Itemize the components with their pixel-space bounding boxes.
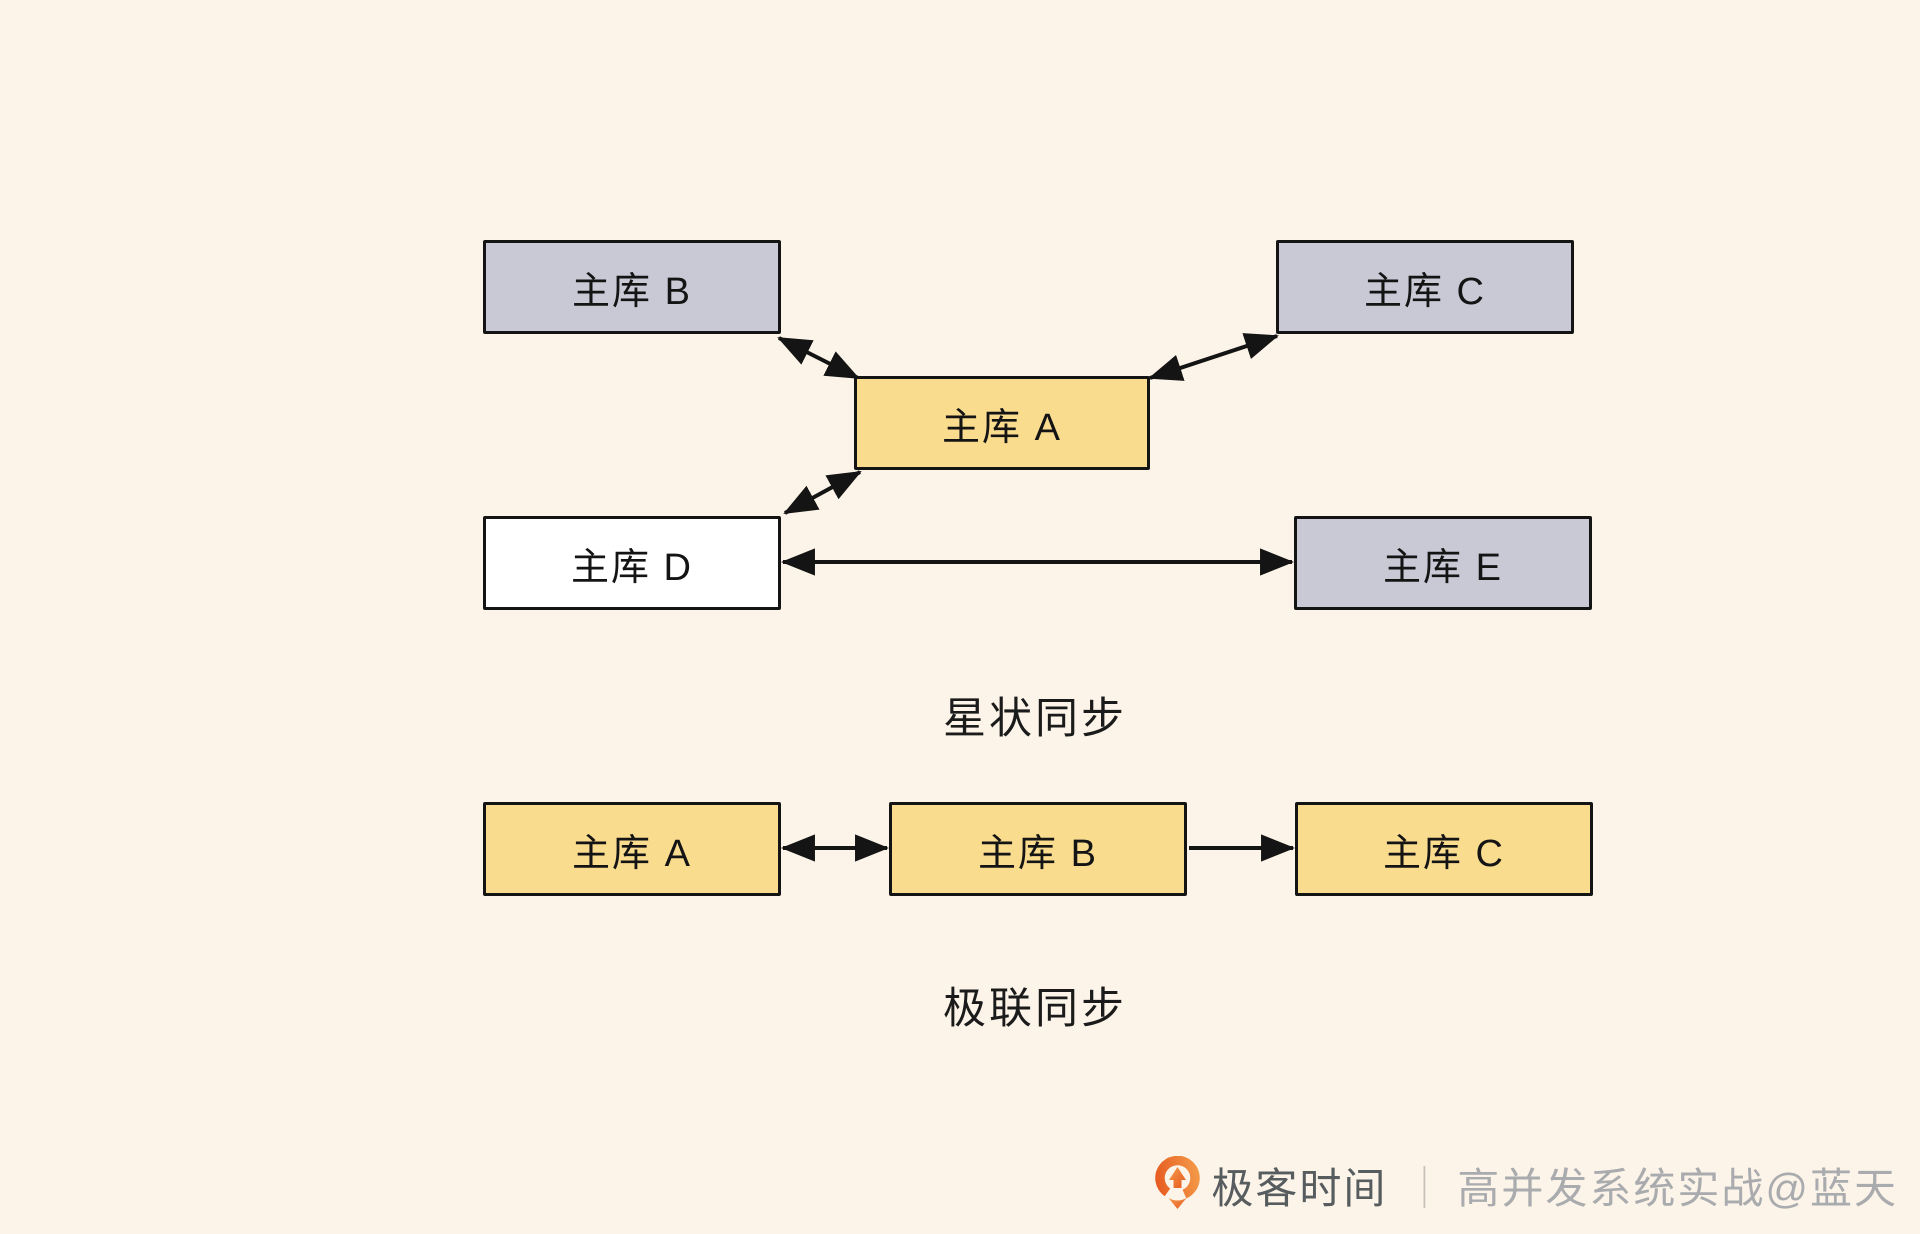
node-cascade-master-a: 主库 A	[483, 802, 781, 896]
cascade-sync-caption: 极联同步	[943, 985, 1127, 1033]
node-label: 主库 A	[942, 406, 1062, 449]
brand-name: 极客时间	[1211, 1164, 1388, 1212]
separator-bar: ｜	[1403, 1164, 1446, 1212]
geektime-logo-icon	[1155, 1156, 1201, 1209]
credit-text: 高并发系统实战@蓝天	[1457, 1164, 1898, 1212]
node-master-a: 主库 A	[854, 376, 1150, 470]
node-label: 主库 B	[978, 832, 1098, 875]
node-label: 主库 C	[1382, 832, 1505, 875]
edge-a-d-arrow	[783, 470, 862, 515]
node-cascade-master-b: 主库 B	[889, 802, 1187, 896]
node-label: 主库 E	[1383, 546, 1503, 589]
node-label: 主库 A	[572, 832, 692, 875]
edge-c-a-arrow	[1148, 333, 1279, 381]
node-label: 主库 C	[1363, 270, 1486, 313]
node-master-d: 主库 D	[483, 516, 781, 610]
node-label: 主库 D	[570, 546, 693, 589]
edge-b-a-arrow	[777, 336, 860, 380]
node-master-e: 主库 E	[1294, 516, 1592, 610]
node-label: 主库 B	[572, 270, 692, 313]
watermark: 极客时间 ｜ 高并发系统实战@蓝天	[1154, 1152, 1898, 1218]
star-sync-caption: 星状同步	[943, 695, 1127, 743]
node-cascade-master-c: 主库 C	[1295, 802, 1593, 896]
node-master-c: 主库 C	[1276, 240, 1574, 334]
node-master-b: 主库 B	[483, 240, 781, 334]
